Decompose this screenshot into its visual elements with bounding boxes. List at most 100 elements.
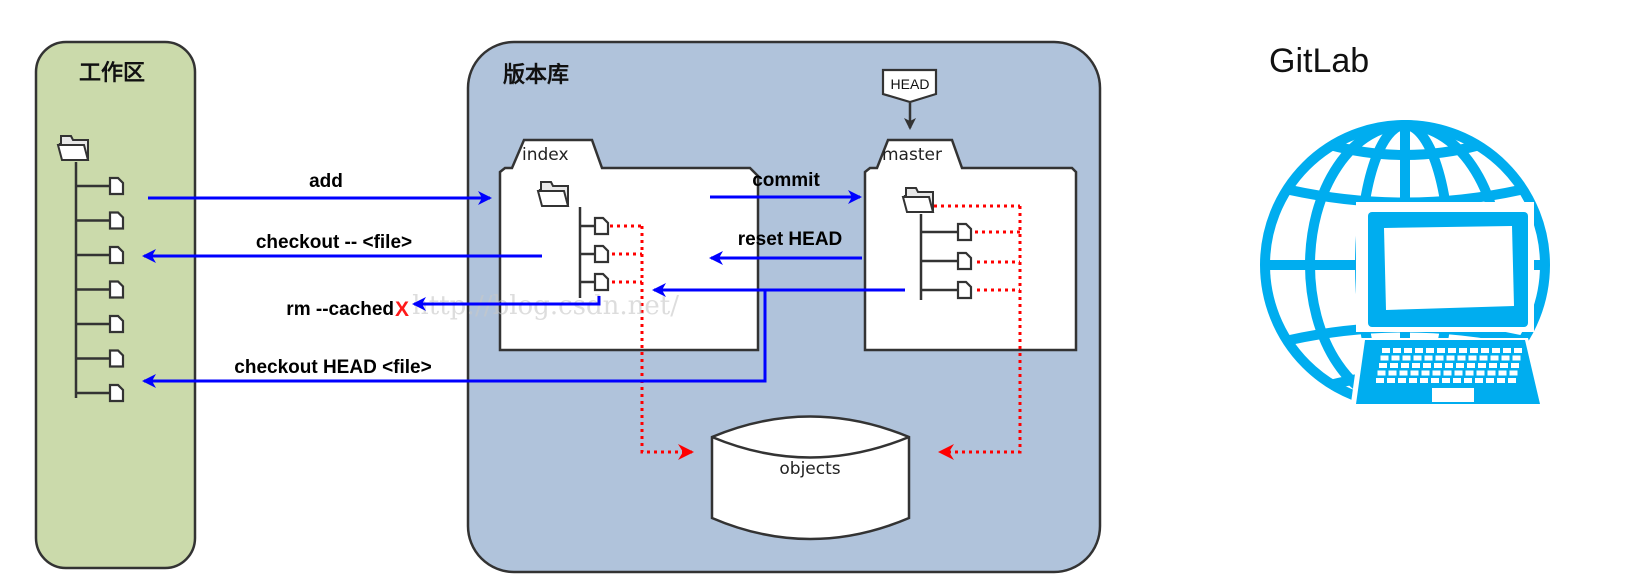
file-icon [108,349,125,368]
master-label: master [882,145,942,165]
add-label: add [309,171,343,192]
keyboard-key [1468,355,1477,361]
keyboard-key [1442,378,1450,383]
head-pointer: HEAD [881,68,938,130]
file-icon [956,222,973,242]
keyboard-key [1497,378,1505,383]
workspace-title: 工作区 [79,61,145,86]
head-label: HEAD [891,76,930,92]
keyboard-key [1464,378,1472,383]
index-area: index [498,138,760,352]
keyboard-key [1476,370,1485,376]
keyboard-key [1509,370,1518,376]
keyboard-key [1487,370,1496,376]
keyboard-key [1443,370,1452,376]
checkout-file-label: checkout -- <file> [256,232,412,253]
file-icon [956,251,973,271]
keyboard-key [1404,348,1412,353]
repository-panel: 版本库 index HEAD master [466,40,1102,574]
checkout-head-file-arrow [142,290,767,388]
keyboard-key [1503,348,1511,353]
keyboard-key [1412,363,1420,368]
keyboard-key [1445,363,1453,368]
gitlab-title: GitLab [1269,42,1369,80]
keyboard-key [1387,378,1395,383]
keyboard-key [1382,348,1390,353]
reset-head-label: reset HEAD [738,229,843,250]
keyboard-key [1415,348,1423,353]
repository-title: 版本库 [503,63,569,88]
keyboard-key [1388,370,1397,376]
watermark: http://blog.csdn.net/ [412,291,679,321]
file-icon [593,216,610,236]
keyboard-key [1420,378,1428,383]
master-to-objects-links [934,204,1022,460]
master-folder-shape [863,138,1078,352]
file-icon [593,272,610,292]
keyboard-key [1423,363,1431,368]
checkout-head-file-label: checkout HEAD <file> [234,357,431,378]
rm-cached-arrow [412,296,601,311]
keyboard-key [1478,363,1486,368]
keyboard-key [1475,378,1483,383]
keyboard-key [1426,348,1434,353]
keyboard-key [1467,363,1475,368]
keyboard-key [1399,370,1408,376]
index-label: index [522,145,569,165]
file-icon [108,314,125,334]
keyboard-key [1424,355,1433,361]
keyboard-key [1481,348,1489,353]
master-file-list [921,222,973,300]
keyboard-key [1434,363,1442,368]
keyboard-key [1376,378,1384,383]
keyboard-key [1413,355,1422,361]
commit-label: commit [752,170,820,191]
keyboard-key [1446,355,1455,361]
keyboard-key [1409,378,1417,383]
keyboard-key [1492,348,1500,353]
keyboard-key [1456,363,1464,368]
keyboard-key [1380,355,1389,361]
keyboard-key [1402,355,1411,361]
file-icon [108,383,125,403]
keyboard-key [1435,355,1444,361]
keyboard-key [1512,355,1521,361]
keyboard-key [1479,355,1488,361]
keyboard-key [1490,355,1499,361]
file-icon [956,280,973,300]
keyboard-key [1432,370,1441,376]
file-icon [108,176,125,196]
workspace-panel: 工作区 [34,40,197,570]
touchpad [1432,388,1474,402]
keyboard-key [1508,378,1516,383]
objects-store: objects [710,415,911,541]
keyboard-key [1398,378,1406,383]
rm-cached-label: rm --cached [286,299,394,320]
globe-laptop-icon [1260,120,1550,410]
keyboard-key [1379,363,1387,368]
keyboard-key [1448,348,1456,353]
keyboard-key [1421,370,1430,376]
workspace-file-list [76,176,125,403]
file-icon [593,244,610,264]
keyboard-key [1465,370,1474,376]
keyboard-key [1454,370,1463,376]
workspace-folder-icon [57,135,89,161]
objects-label: objects [779,459,840,479]
workspace-background [34,40,197,570]
file-icon [108,245,125,265]
keyboard-key [1377,370,1386,376]
index-folder-icon [537,181,569,207]
keyboard-key [1459,348,1467,353]
keyboard-key [1498,370,1507,376]
keyboard-key [1431,378,1439,383]
keyboard-key [1514,348,1522,353]
keyboard-key [1390,363,1398,368]
master-folder-icon [902,187,934,213]
master-area: master [863,138,1078,352]
keyboard-key [1511,363,1519,368]
command-arrows [142,190,905,388]
keyboard-key [1437,348,1445,353]
index-to-objects-links [610,224,694,460]
